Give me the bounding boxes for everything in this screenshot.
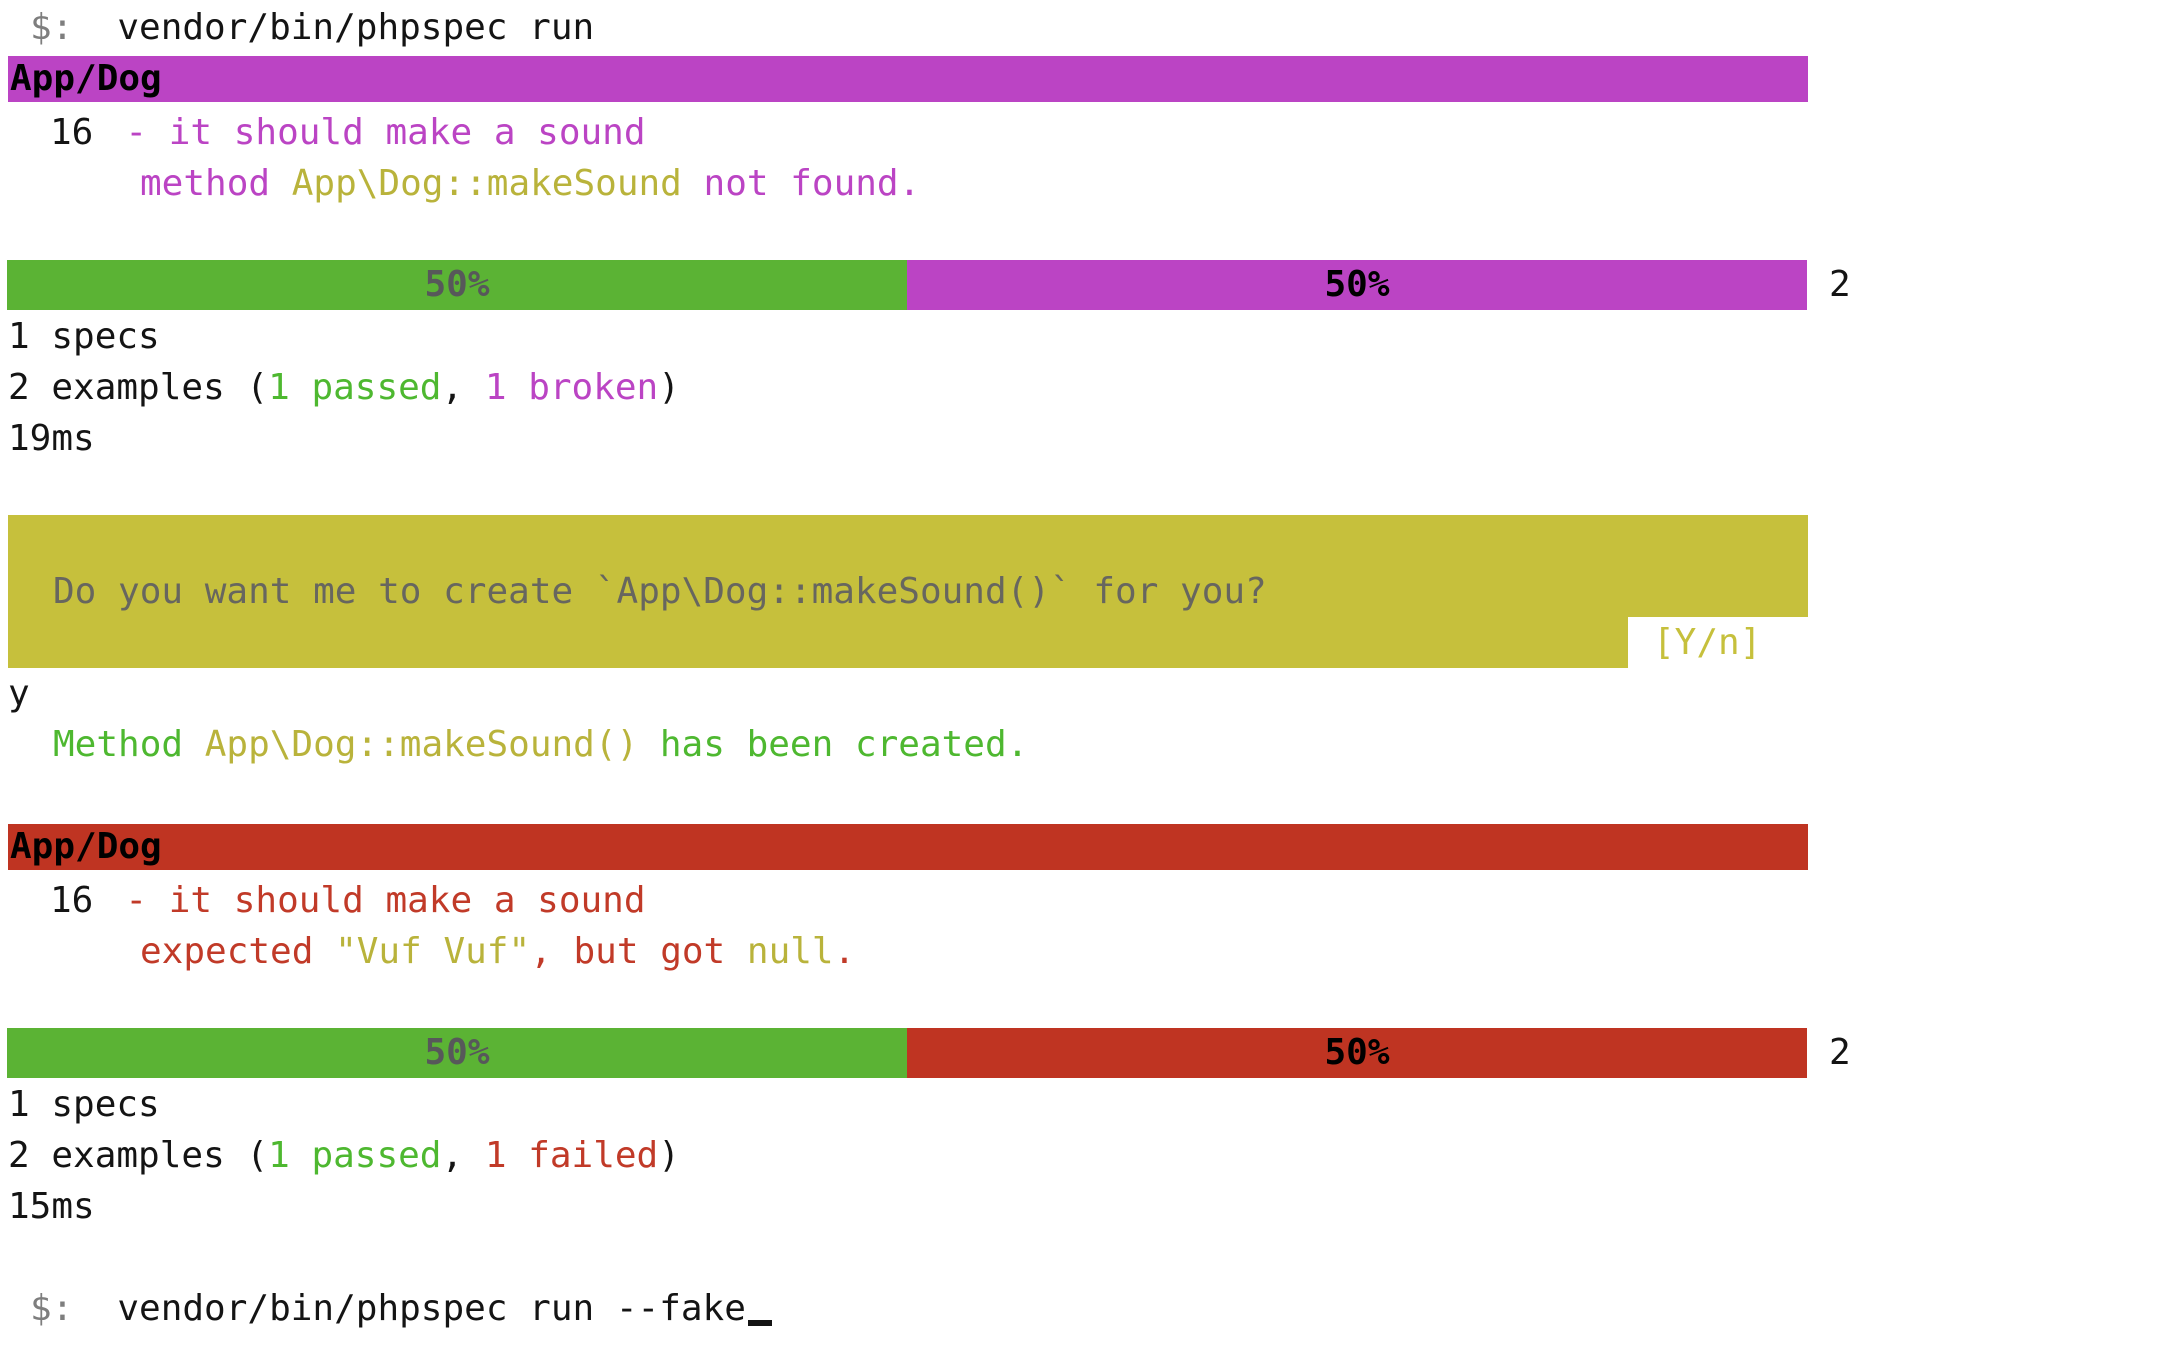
- error-message: method App\Dog::makeSound not found.: [140, 163, 921, 204]
- question-text: Do you want me to create `App\Dog::makeS…: [53, 571, 1267, 612]
- suite-header-row: App/Dog: [0, 824, 2160, 875]
- suite-header-row: App/Dog: [0, 56, 2160, 107]
- passed-count: 1 passed: [268, 1135, 442, 1176]
- prompt-line-1: $: vendor/bin/phpspec run: [0, 2, 2160, 53]
- examples-summary: 2 examples (1 passed, 1 broken): [8, 367, 680, 408]
- example-line: 16 - it should make a sound: [0, 875, 2160, 926]
- suite-header-bar-failed: App/Dog: [8, 824, 1808, 870]
- default-answer-hint: [Y/n]: [1653, 622, 1762, 663]
- blank-line: [0, 464, 2160, 515]
- examples-summary: 2 examples (1 passed, 1 failed): [8, 1135, 680, 1176]
- command-input[interactable]: vendor/bin/phpspec run --fake: [117, 1288, 746, 1329]
- prompt-line-2[interactable]: $: vendor/bin/phpspec run --fake: [0, 1283, 2160, 1334]
- passed-count: 1 passed: [268, 367, 442, 408]
- progress-percent-passed: 50%: [424, 1032, 490, 1073]
- expected-value: "Vuf Vuf": [335, 931, 531, 972]
- progress-percent-failed: 50%: [1324, 1032, 1390, 1073]
- progress-bar: 50% 50%: [7, 260, 1807, 310]
- actual-value: null: [746, 931, 834, 972]
- progress-segment-broken: 50%: [907, 260, 1807, 310]
- progress-bar: 50% 50%: [7, 1028, 1807, 1078]
- error-message-line: expected "Vuf Vuf", but got null.: [0, 926, 2160, 977]
- specs-count: 1 specs: [8, 316, 160, 357]
- blank-line: [0, 1232, 2160, 1283]
- example-title: - it should make a sound: [125, 880, 646, 921]
- suite-name: App/Dog: [10, 826, 162, 867]
- error-message-line: method App\Dog::makeSound not found.: [0, 158, 2160, 209]
- question-text-row: Do you want me to create `App\Dog::makeS…: [8, 566, 1808, 617]
- command-text: vendor/bin/phpspec run: [117, 7, 595, 48]
- progress-segment-passed: 50%: [7, 260, 907, 310]
- progress-percent-passed: 50%: [424, 264, 490, 305]
- question-box-padding: [8, 515, 1808, 566]
- progress-bar-row: 50% 50% 2: [0, 260, 2160, 311]
- example-line-number: 16: [50, 112, 94, 153]
- duration: 19ms: [8, 418, 95, 459]
- specs-count: 1 specs: [8, 1084, 160, 1125]
- shell-prompt: $:: [30, 7, 74, 48]
- suite-header-bar-broken: App/Dog: [8, 56, 1808, 102]
- duration: 15ms: [8, 1186, 95, 1227]
- example-count: 2: [1829, 264, 1851, 305]
- method-symbol: App\Dog::makeSound(): [204, 724, 639, 765]
- method-created-line: Method App\Dog::makeSound() has been cre…: [53, 724, 1029, 765]
- example-line: 16 - it should make a sound: [0, 107, 2160, 158]
- blank-line: [0, 209, 2160, 260]
- example-count: 2: [1829, 1032, 1851, 1073]
- progress-percent-broken: 50%: [1324, 264, 1390, 305]
- progress-segment-passed: 50%: [7, 1028, 907, 1078]
- example-title: - it should make a sound: [125, 112, 646, 153]
- shell-prompt: $:: [30, 1288, 74, 1329]
- failed-count: 1 failed: [484, 1135, 659, 1176]
- progress-bar-row: 50% 50% 2: [0, 1028, 2160, 1079]
- example-line-number: 16: [50, 880, 94, 921]
- error-message: expected "Vuf Vuf", but got null.: [140, 931, 856, 972]
- broken-count: 1 broken: [484, 367, 659, 408]
- text-cursor: [747, 1320, 772, 1326]
- method-symbol: App\Dog::makeSound: [291, 163, 682, 204]
- blank-line: [0, 977, 2160, 1028]
- question-box: Do you want me to create `App\Dog::makeS…: [0, 515, 2160, 668]
- progress-segment-failed: 50%: [907, 1028, 1807, 1078]
- blank-line: [0, 770, 2160, 821]
- user-answer: y: [8, 673, 30, 714]
- suite-name: App/Dog: [10, 58, 162, 99]
- question-box-strip: [8, 617, 1628, 668]
